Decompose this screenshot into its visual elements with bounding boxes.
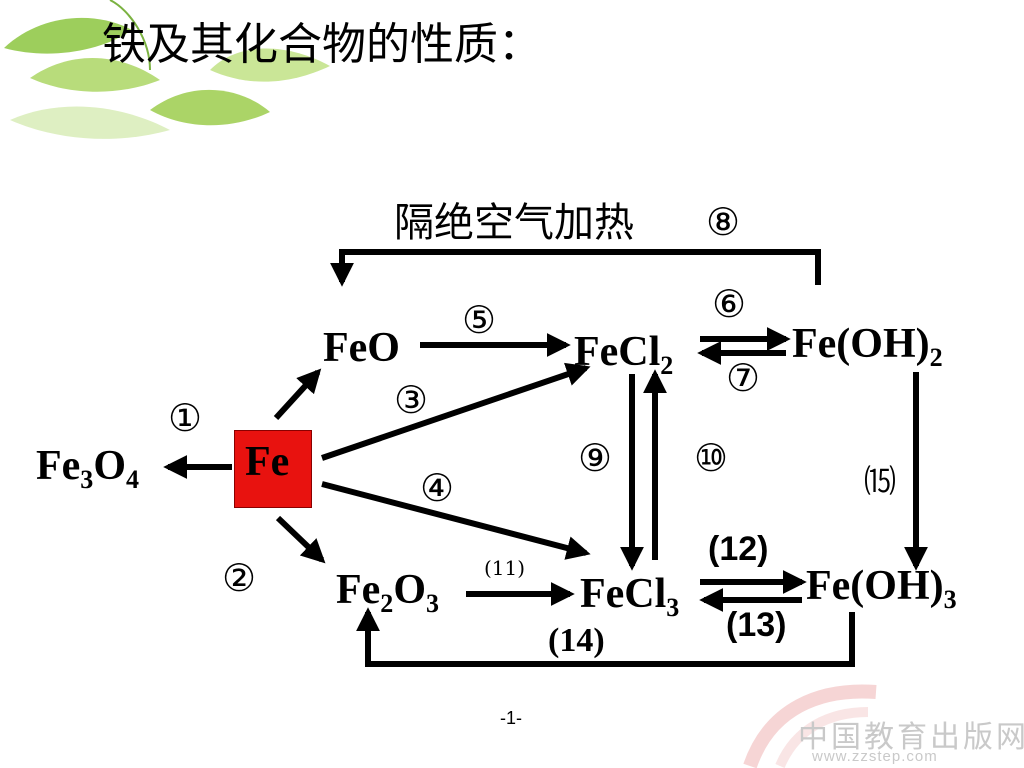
node-fe: Fe — [245, 439, 290, 485]
fe-box — [234, 430, 312, 508]
label-r6: ⑥ — [712, 282, 747, 326]
label-r7: ⑦ — [726, 356, 761, 400]
label-r11: (11) — [484, 556, 526, 580]
page-number: -1- — [500, 708, 522, 728]
node-fe3o4-sub2: 4 — [125, 465, 139, 495]
label-r15: ⒂ — [864, 462, 897, 500]
label-r1: ① — [168, 396, 203, 440]
node-fecl2: FeCl2 — [574, 328, 673, 379]
label-r9: ⑨ — [578, 436, 613, 480]
arrow-fe-feo — [273, 368, 322, 421]
leaf-icon — [4, 0, 330, 139]
node-feoh2-formula: Fe(OH) — [792, 321, 930, 367]
node-fecl3: FeCl3 — [580, 570, 679, 621]
label-r10: ⑩ — [694, 436, 729, 480]
node-fe2o3-o: O — [393, 567, 426, 613]
node-fe3o4-fe: Fe — [36, 443, 81, 489]
label-r2: ② — [222, 556, 257, 600]
node-fe3o4-sub1: 3 — [80, 465, 94, 495]
node-fe2o3-sub2: 3 — [425, 589, 439, 619]
arrow-14 — [356, 607, 855, 667]
node-feo: FeO — [323, 325, 400, 371]
node-fe2o3-fe: Fe — [336, 567, 381, 613]
node-feoh2-subscript: 2 — [929, 343, 943, 373]
watermark-name: 中国教育出版网 — [798, 720, 1024, 755]
node-fe3o4-o: O — [93, 443, 126, 489]
node-fecl3-formula: FeCl — [580, 571, 667, 617]
arrow-2 — [275, 515, 326, 564]
heat-note: 隔绝空气加热 — [394, 200, 634, 246]
node-feoh3-formula: Fe(OH) — [806, 563, 944, 609]
label-r4: ④ — [420, 466, 455, 510]
arrow-8 — [330, 249, 821, 287]
label-r8: ⑧ — [706, 200, 741, 244]
label-r14: (14) — [548, 622, 605, 659]
arrow-4 — [321, 481, 591, 560]
label-r5: ⑤ — [462, 298, 497, 342]
node-fecl2-subscript: 2 — [660, 351, 674, 381]
node-feoh3-subscript: 3 — [943, 585, 957, 615]
arrow-3 — [321, 362, 591, 461]
node-fe3o4: Fe3O4 — [36, 442, 139, 493]
label-r13: (13) — [726, 606, 787, 644]
label-r12: (12) — [708, 530, 769, 568]
node-feoh3: Fe(OH)3 — [806, 562, 957, 613]
node-feoh2: Fe(OH)2 — [792, 320, 943, 371]
watermark-logo-icon — [743, 684, 877, 768]
watermark-url: www.zzstep.com — [812, 748, 938, 765]
label-r3: ③ — [394, 378, 429, 422]
node-fe2o3-sub1: 2 — [380, 589, 394, 619]
leaf-decoration — [4, 0, 330, 139]
node-fecl2-formula: FeCl — [574, 329, 661, 375]
node-fe2o3: Fe2O3 — [336, 566, 439, 617]
page-title: 铁及其化合物的性质： — [102, 19, 542, 70]
node-fecl3-subscript: 3 — [666, 593, 680, 623]
